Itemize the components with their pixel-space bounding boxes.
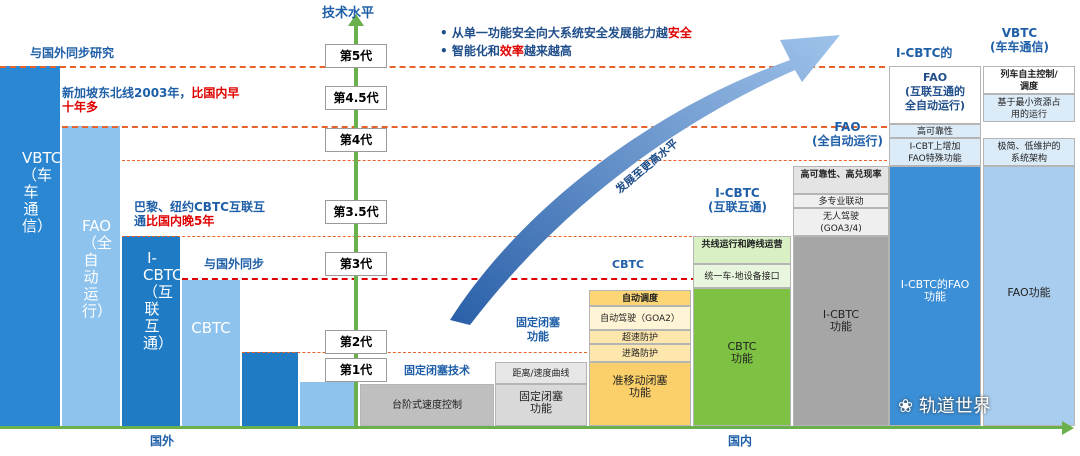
col4-label: CBTC — [612, 258, 645, 271]
col6-row-2: I-CBT上增加 FAO特殊功能 — [889, 138, 981, 166]
bar-vbtc-label: VBTC（车车通信） — [22, 149, 61, 235]
note-paris-ny-a: 巴黎、纽约CBTC互联互 — [134, 200, 265, 214]
x-axis — [0, 426, 1064, 429]
level-line-2 — [242, 352, 587, 353]
note-sync-research: 与国外同步研究 — [30, 46, 115, 60]
note-paris-ny-c: 比国内晚5年 — [146, 214, 215, 228]
col4-bottom: CBTC 功能 — [693, 288, 791, 426]
x-axis-label-foreign: 国外 — [150, 434, 175, 448]
col5-title: I-CBTC (互联互通) — [708, 186, 767, 214]
col5-row-2: 无人驾驶 (GOA3/4) — [793, 208, 889, 236]
wechat-icon: ❀ — [898, 396, 914, 417]
col3-row-2: 超速防护 — [589, 330, 691, 344]
bar-fao-label: FAO（全自动运行） — [82, 217, 113, 320]
gen-5: 第5代 — [325, 44, 387, 68]
y-axis-title: 技术水平 — [322, 6, 375, 21]
y-axis-arrowhead — [348, 14, 364, 26]
top-note-2-a: 智能化和 — [451, 44, 500, 58]
bar-icbtc — [122, 236, 180, 426]
col5-bottom: I-CBTC 功能 — [793, 236, 889, 426]
col7-row-1: 基于最小资源占 用的运行 — [983, 94, 1075, 122]
col7-title: VBTC (车车通信) — [990, 26, 1049, 54]
bar-vbtc — [0, 66, 60, 426]
col4-header: 共线运行和跨线运营 — [693, 236, 791, 264]
gen-3: 第3代 — [325, 252, 387, 276]
top-notes: • 从单一功能安全向大系统安全发展能力越安全 • 智能化和效率越来越高 — [440, 24, 692, 60]
gen-2: 第2代 — [325, 330, 387, 354]
bar-cbtc — [182, 280, 240, 426]
col2-top: 距离/速度曲线 — [495, 362, 587, 384]
col3-row-1: 自动驾驶（GOA2） — [589, 306, 691, 330]
col1-bottom: 台阶式速度控制 — [360, 384, 494, 426]
bar-cbtc-label: CBTC — [191, 319, 231, 337]
col4-row-1: 统一车-地设备接口 — [693, 264, 791, 288]
top-note-2-c: 越来越高 — [523, 44, 572, 58]
col3-bottom: 准移动闭塞 功能 — [589, 362, 691, 426]
level-line-35 — [122, 236, 697, 237]
col3-row-3: 进路防护 — [589, 344, 691, 362]
note-singapore-b: 比国内早 — [191, 86, 240, 100]
col6-top-label: I-CBTC的 — [896, 46, 953, 60]
col2-bottom: 固定闭塞 功能 — [495, 384, 587, 426]
col6-header: FAO (互联互通的 全自动运行) — [889, 66, 981, 124]
col6-title: FAO (全自动运行) — [812, 120, 883, 148]
level-line-45 — [62, 126, 897, 128]
top-note-2: • 智能化和效率越来越高 — [440, 44, 572, 58]
col7-header: 列车自主控制/ 调度 — [983, 66, 1075, 94]
col7-bottom: FAO功能 — [983, 166, 1075, 426]
col3-header: 自动调度 — [589, 290, 691, 306]
col1-label: 固定闭塞技术 — [404, 364, 470, 377]
note-paris-ny: 巴黎、纽约CBTC互联互 通比国内晚5年 — [134, 200, 324, 228]
level-line-5 — [0, 66, 895, 68]
gen-4-5: 第4.5代 — [325, 86, 387, 110]
bar-gen1 — [300, 382, 356, 426]
note-singapore-a: 新加坡东北线2003年， — [62, 86, 192, 100]
x-axis-label-domestic: 国内 — [728, 434, 753, 448]
gen-3-5: 第3.5代 — [325, 200, 387, 224]
note-paris-ny-b: 通 — [134, 214, 147, 228]
note-sync-mid: 与国外同步 — [204, 257, 265, 271]
watermark-text: 轨道世界 — [918, 396, 991, 417]
col6-row-1: 高可靠性 — [889, 124, 981, 138]
note-singapore: 新加坡东北线2003年，比国内早 十年多 — [62, 86, 302, 114]
y-axis — [354, 22, 358, 426]
gen-4: 第4代 — [325, 128, 387, 152]
note-singapore-c: 十年多 — [62, 100, 99, 114]
bar-gen2 — [242, 352, 298, 426]
col6-bottom: I-CBTC的FAO 功能 — [889, 166, 981, 426]
col2-label: 固定闭塞 功能 — [516, 316, 560, 343]
col5-header: 高可靠性、高兑现率 — [793, 166, 889, 194]
gen-1: 第1代 — [325, 358, 387, 382]
watermark: ❀ 轨道世界 — [898, 392, 991, 418]
level-line-3 — [182, 278, 697, 280]
bar-icbtc-label: I-CBTC（互联互通） — [143, 249, 183, 352]
trend-arrow — [450, 35, 840, 325]
top-note-2-b: 效率 — [499, 44, 524, 58]
top-note-1-a: 从单一功能安全向大系统安全发展能力越 — [451, 26, 668, 40]
col5-row-1: 多专业联动 — [793, 194, 889, 208]
level-line-4 — [122, 160, 897, 161]
x-axis-arrowhead — [1062, 421, 1074, 435]
bar-fao — [62, 126, 120, 426]
top-note-1-b: 安全 — [667, 26, 692, 40]
top-note-1: • 从单一功能安全向大系统安全发展能力越安全 — [440, 26, 692, 40]
col7-row-2: 极简、低维护的 系统架构 — [983, 138, 1075, 166]
